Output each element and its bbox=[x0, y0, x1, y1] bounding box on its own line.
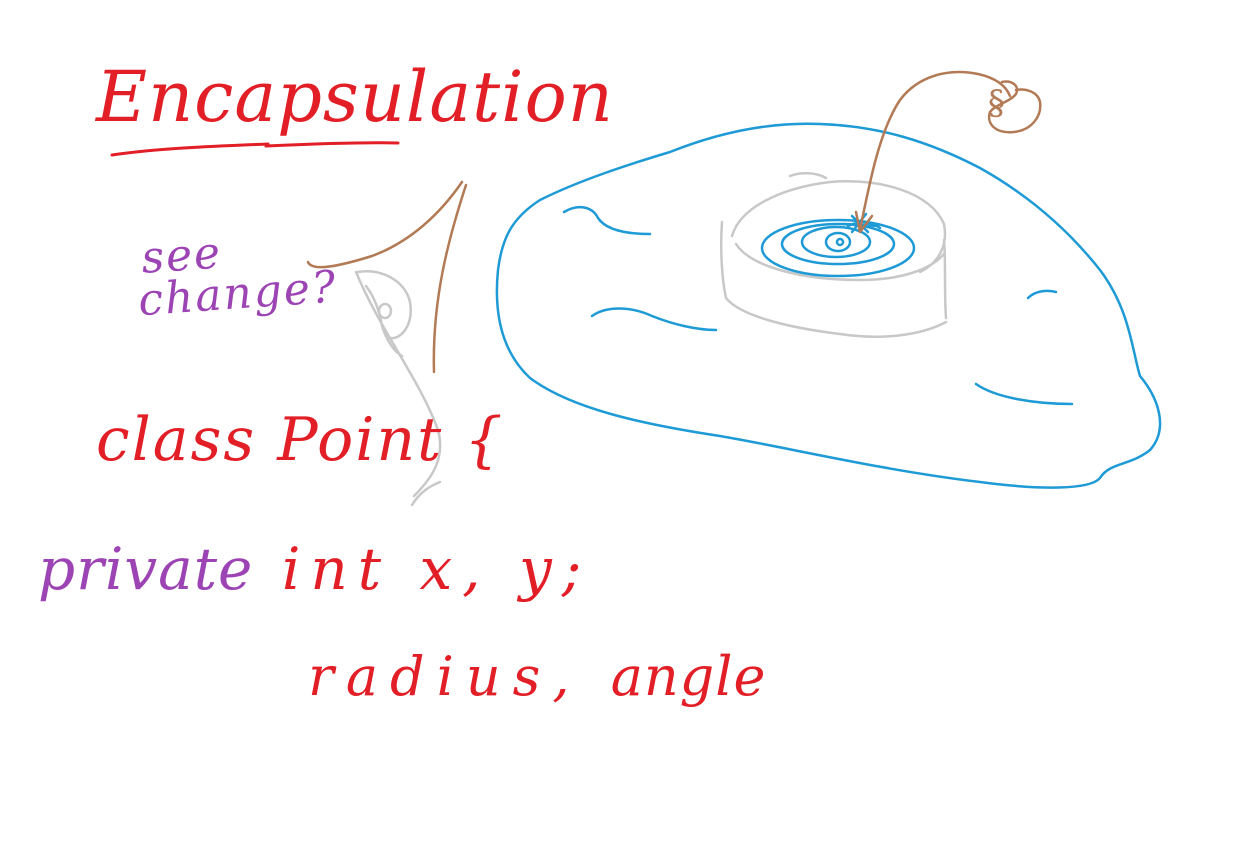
blob-texture-4 bbox=[974, 382, 1074, 406]
title-underline-1 bbox=[110, 142, 270, 157]
title-underline-2 bbox=[264, 141, 400, 148]
code-fields-text: int x, y; bbox=[281, 535, 592, 603]
side-note-line-2: change? bbox=[136, 261, 340, 327]
sight-line-lower bbox=[432, 183, 468, 374]
spiral-target-icon bbox=[760, 212, 916, 278]
code-line-fields: private int x, y; bbox=[38, 540, 591, 598]
eye-sketch-icon bbox=[354, 270, 442, 507]
sight-line-upper bbox=[306, 180, 464, 269]
code-polar-radius: radius, bbox=[308, 645, 582, 708]
code-polar-angle: angle bbox=[610, 645, 767, 708]
arrow-head bbox=[854, 210, 874, 234]
annotation-symbol: § bbox=[988, 83, 1005, 123]
code-line-class: class Point { bbox=[96, 405, 505, 475]
code-keyword-private: private bbox=[38, 535, 254, 603]
blob-texture-2 bbox=[590, 307, 718, 332]
cylinder-sketch bbox=[719, 172, 948, 338]
arrow-line bbox=[858, 70, 1012, 232]
page-title: Encapsulation bbox=[96, 56, 614, 138]
blob-texture-1 bbox=[562, 205, 652, 236]
side-note: see change? bbox=[136, 225, 340, 327]
annotation-squiggle bbox=[987, 80, 1042, 134]
blob-texture-3 bbox=[1026, 289, 1058, 300]
cloud-shape-icon bbox=[495, 122, 1162, 489]
code-line-polar: radius, angle bbox=[308, 650, 766, 704]
